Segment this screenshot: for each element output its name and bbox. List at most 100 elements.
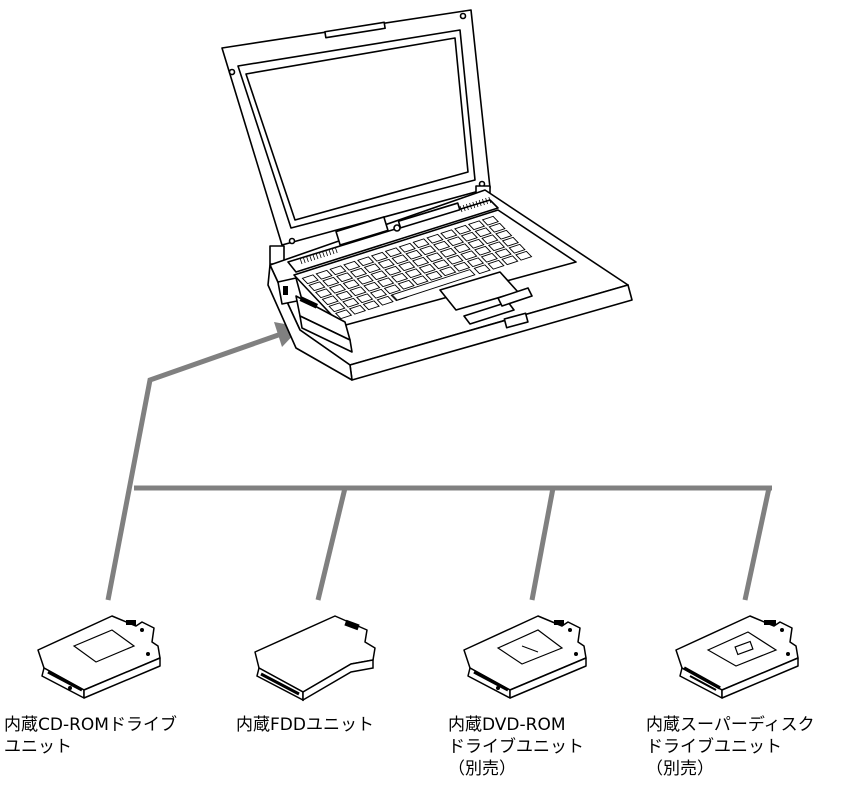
keyboard-key — [370, 251, 389, 262]
keyboard-key — [398, 261, 416, 272]
keyboard-key — [433, 240, 451, 251]
keyboard-key — [432, 259, 450, 270]
keyboard-key — [384, 247, 403, 258]
keyboard-key — [363, 281, 381, 292]
keyboard-key — [383, 284, 401, 295]
keyboard-key — [501, 255, 519, 266]
branch-dvd — [529, 487, 556, 601]
keyboard-spacebar — [391, 269, 476, 301]
keyboard-key — [335, 290, 353, 301]
label-superdisk-line-2: ドライブユニット — [646, 737, 782, 757]
keyboard-key — [321, 295, 339, 306]
keyboard-key — [454, 224, 472, 235]
speaker-grill-slot — [488, 196, 492, 204]
keyboard-key — [405, 249, 423, 260]
keyboard-key — [473, 264, 491, 275]
keyboard-key — [329, 265, 347, 276]
speaker-grill-slot — [334, 246, 338, 254]
keyboard-key — [446, 236, 465, 247]
keyboard-key — [439, 266, 457, 277]
keyboard-key — [336, 272, 354, 283]
speaker-grill-slot — [469, 202, 472, 210]
keyboard-key — [412, 238, 430, 249]
keyboard-key — [515, 250, 533, 261]
label-superdisk-unit: 内蔵スーパーディスク ドライブユニット （別売） — [646, 714, 815, 780]
speaker-grill-slot — [459, 205, 463, 213]
keyboard-key — [315, 269, 333, 280]
keyboard-key — [425, 270, 443, 281]
keyboard-key — [474, 227, 492, 238]
label-fdd-unit: 内蔵FDDユニット — [236, 714, 374, 736]
keyboard-key — [419, 245, 437, 256]
keyboard-key — [440, 229, 458, 240]
speaker-grill-slot — [466, 203, 469, 211]
dvdrom-drive-icon — [463, 615, 587, 699]
keyboard-key — [349, 286, 367, 297]
label-dvdrom-line-1: 内蔵DVD-ROM — [448, 715, 566, 735]
speaker-grill-slot — [475, 200, 479, 208]
keyboard-key — [426, 233, 444, 244]
keyboard-key — [342, 297, 360, 308]
label-dvdrom-unit: 内蔵DVD-ROM ドライブユニット （別売） — [448, 714, 584, 780]
label-cdrom-line-1: 内蔵CD-ROMドライブ — [4, 715, 177, 735]
speaker-grill-slot — [482, 198, 485, 206]
keyboard-key — [404, 268, 423, 279]
keyboard-key — [391, 254, 409, 265]
keyboard-key — [460, 231, 478, 242]
keyboard-key — [376, 295, 394, 306]
speaker-grill-slot — [309, 254, 312, 262]
keyboard-key — [357, 256, 375, 267]
speaker-grill-slot — [299, 257, 303, 265]
keyboard-key — [397, 279, 415, 290]
speaker-grill-slot — [322, 250, 325, 258]
keyboard-key — [460, 250, 478, 261]
keyboard-key — [446, 254, 464, 265]
keyboard-key — [480, 252, 498, 263]
keyboard-key — [369, 288, 388, 299]
keyboard-key — [411, 256, 430, 267]
keyboard-key — [343, 260, 361, 271]
speaker-grill-slot — [302, 256, 306, 264]
keyboard-key — [314, 288, 333, 299]
keyboard-key — [474, 245, 492, 256]
keyboard-key — [390, 272, 409, 283]
keyboard-key — [453, 243, 471, 254]
keyboard-key — [334, 309, 353, 320]
keyboard-key — [301, 274, 319, 285]
arrow-line — [105, 330, 285, 601]
keyboard-key — [501, 236, 520, 247]
speaker-grill-slot — [306, 255, 309, 263]
keyboard-key — [487, 259, 505, 270]
label-cdrom-unit: 内蔵CD-ROMドライブ ユニット — [4, 714, 177, 758]
keyboard-key — [481, 234, 499, 245]
speaker-grill-slot — [328, 248, 332, 256]
keyboard-key — [398, 242, 416, 253]
keyboard-key — [467, 220, 486, 231]
speaker-grill-slot — [485, 197, 488, 205]
keyboard-key — [308, 281, 326, 292]
keyboard-key — [377, 277, 395, 288]
speaker-grill-slot — [312, 253, 316, 261]
branch-superdisk — [742, 487, 772, 601]
keyboard-key — [495, 229, 513, 240]
keyboard-key — [494, 248, 512, 259]
keyboard-key — [384, 265, 402, 276]
keyboard-key — [508, 243, 526, 254]
keyboard-key — [481, 215, 500, 226]
label-cdrom-line-2: ユニット — [4, 737, 72, 757]
keyboard-key — [467, 238, 485, 249]
keyboard-key — [488, 222, 506, 233]
label-fdd-line-1: 内蔵FDDユニット — [236, 715, 374, 735]
keyboard-key — [411, 275, 429, 286]
keyboard-key — [328, 302, 346, 313]
fdd-drive-icon — [254, 615, 376, 702]
cdrom-drive-icon — [37, 615, 161, 699]
keyboard-key — [356, 293, 374, 304]
keyboard-key — [425, 252, 444, 263]
keyboard-key — [418, 263, 436, 274]
keyboard-key — [342, 279, 360, 290]
speaker-grill-slot — [331, 247, 335, 255]
